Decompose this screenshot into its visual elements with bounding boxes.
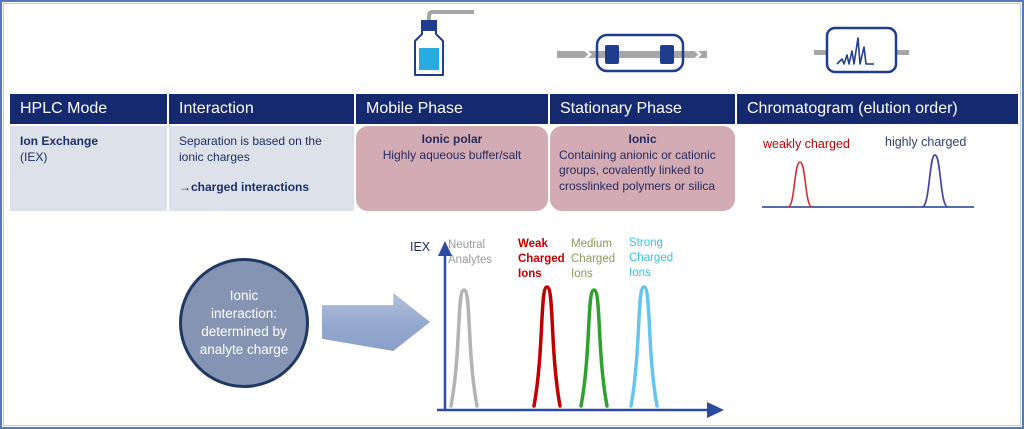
high-charge-peak [921,154,949,208]
stationary-phase-title: Ionic [628,132,657,146]
mobile-phase-bottle-icon [414,10,474,76]
cell-stationary-phase: Ionic Containing anionic or cationic gro… [550,126,735,211]
hplc-column-icon [557,33,707,73]
strong-ions-peak [629,285,659,408]
mode-name: Ion Exchange [20,134,99,148]
mobile-phase-body: Highly aqueous buffer/salt [382,147,522,162]
header-mobile-phase: Mobile Phase [356,94,548,124]
stationary-phase-body: Containing anionic or cationic groups, c… [559,147,716,193]
table-row: Ion Exchange (IEX) Separation is based o… [10,126,1018,211]
hplc-mode-table: HPLC Mode Interaction Mobile Phase Stati… [10,94,1018,211]
peak-label-neutral: Neutral Analytes [448,239,493,267]
header-stationary-phase: Stationary Phase [550,94,735,124]
header-interaction: Interaction [169,94,354,124]
peak-label-medium: Medium Charged Ions [571,238,616,281]
label-highly-charged: highly charged [885,135,967,149]
table-header-row: HPLC Mode Interaction Mobile Phase Stati… [10,94,1018,124]
header-chromatogram: Chromatogram (elution order) [737,94,1018,124]
interaction-text: Separation is based on the ionic charges [179,134,322,165]
peak-label-strong: Strong Charged Ions [629,237,674,280]
elution-order-chromatogram [762,154,974,208]
ionic-interaction-circle: Ionic interaction: determined by analyte… [179,258,309,388]
weak-charge-peak [787,161,813,208]
mode-abbr: (IEX) [20,150,48,165]
medium-ions-peak [579,288,609,408]
cell-chromatogram: weakly charged highly charged [737,126,1018,211]
neutral-peak [449,288,479,408]
iex-elution-chart [437,241,724,418]
iex-axis-label: IEX [410,240,431,254]
weak-ions-peak [532,285,562,408]
mobile-phase-title: Ionic polar [421,132,483,146]
cell-mobile-phase: Ionic polar Highly aqueous buffer/salt [356,126,548,211]
label-weakly-charged: weakly charged [763,137,850,151]
cell-hplc-mode: Ion Exchange (IEX) [10,126,167,211]
interaction-note: →charged interactions [179,180,310,195]
x-axis-arrowhead [707,402,724,418]
header-hplc-mode: HPLC Mode [10,94,167,124]
chromatogram-trace-icon [814,26,909,74]
circle-text: Ionic interaction: determined by analyte… [199,288,289,357]
y-axis-arrowhead [438,241,452,256]
cell-interaction: Separation is based on the ionic charges… [169,126,354,211]
peak-label-weak: Weak Charged Ions [518,238,565,281]
